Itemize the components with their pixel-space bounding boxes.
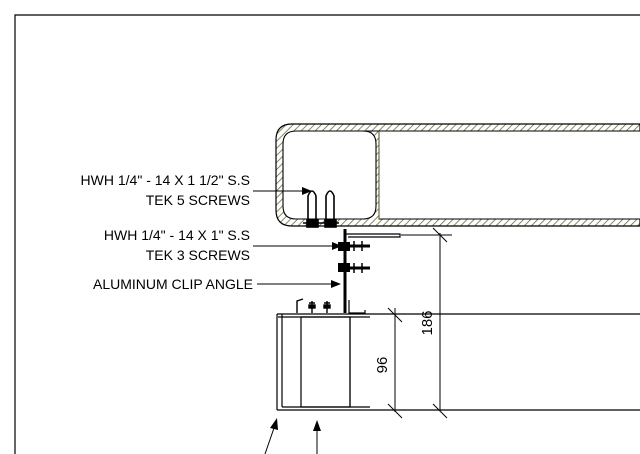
dimension-186-label: 186	[419, 310, 436, 335]
callout-tek3-line2: TEK 3 SCREWS	[146, 247, 250, 263]
top-hollow-section	[275, 123, 640, 227]
dimension-96	[387, 307, 403, 419]
tek3-screws	[338, 241, 370, 273]
bottom-frame	[276, 313, 640, 411]
callout-tek5-line1: HWH 1/4" - 14 X 1 1/2" S.S	[81, 172, 250, 188]
leader-lines	[253, 187, 342, 454]
dimension-96-label: 96	[374, 357, 391, 374]
sheet-border	[14, 14, 640, 454]
bottom-fasteners	[296, 298, 331, 313]
callout-clip-angle: ALUMINUM CLIP ANGLE	[93, 276, 253, 292]
dimension-186	[401, 227, 452, 419]
callout-tek5-line2: TEK 5 SCREWS	[146, 192, 250, 208]
callout-tek3-line1: HWH 1/4" - 14 X 1" S.S	[104, 227, 250, 243]
